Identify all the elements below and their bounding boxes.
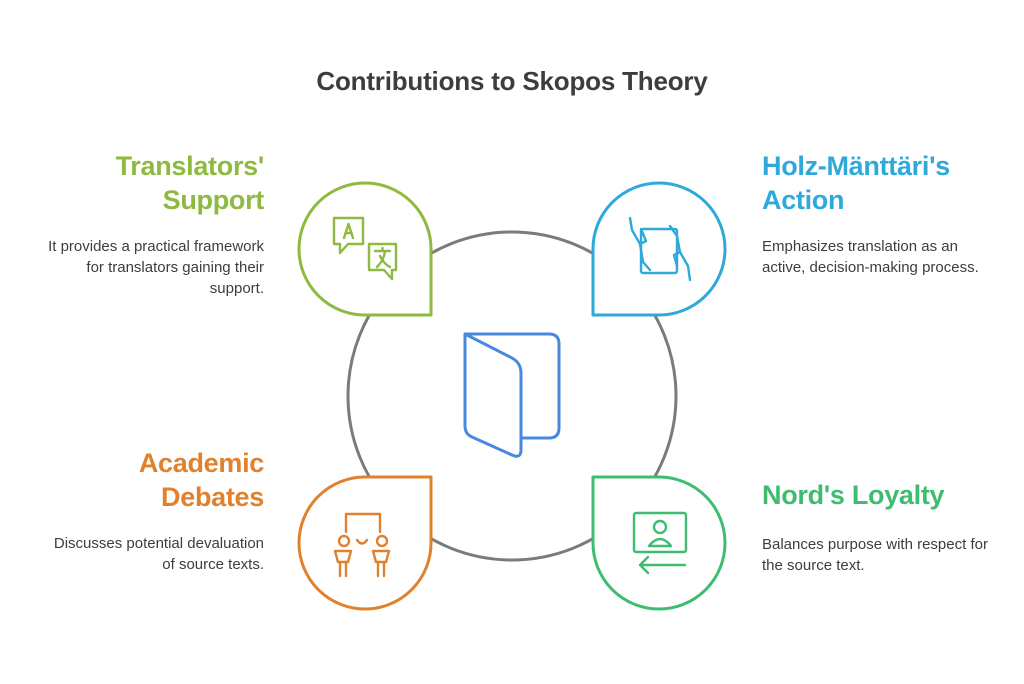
debate-icon <box>333 512 391 578</box>
academic-debates-node <box>297 475 433 611</box>
description-holz-manttari-action: Emphasizes translation as an active, dec… <box>762 238 979 276</box>
profile-return-icon <box>632 511 688 575</box>
central-ring <box>346 230 678 562</box>
heading-holz-manttari-action: Holz-Mänttäri's Action <box>762 151 950 215</box>
holz-manttari-action-node <box>591 181 727 317</box>
diagram-title: Contributions to Skopos Theory <box>316 66 708 96</box>
hands-document-icon <box>628 216 692 282</box>
folder-icon <box>463 332 561 458</box>
heading-academic-debates: Academic Debates <box>138 448 264 512</box>
description-translators-support: It provides a practical framework for tr… <box>48 238 264 297</box>
description-academic-debates: Discusses potential devaluation of sourc… <box>53 535 264 573</box>
translators-support-node <box>297 181 433 317</box>
translate-icon <box>332 216 398 281</box>
nords-loyalty-node <box>591 475 727 611</box>
heading-nords-loyalty: Nord's Loyalty <box>762 480 945 510</box>
heading-translators-support: Translators' Support <box>115 151 265 215</box>
description-nords-loyalty: Balances purpose with respect for the so… <box>762 536 988 574</box>
